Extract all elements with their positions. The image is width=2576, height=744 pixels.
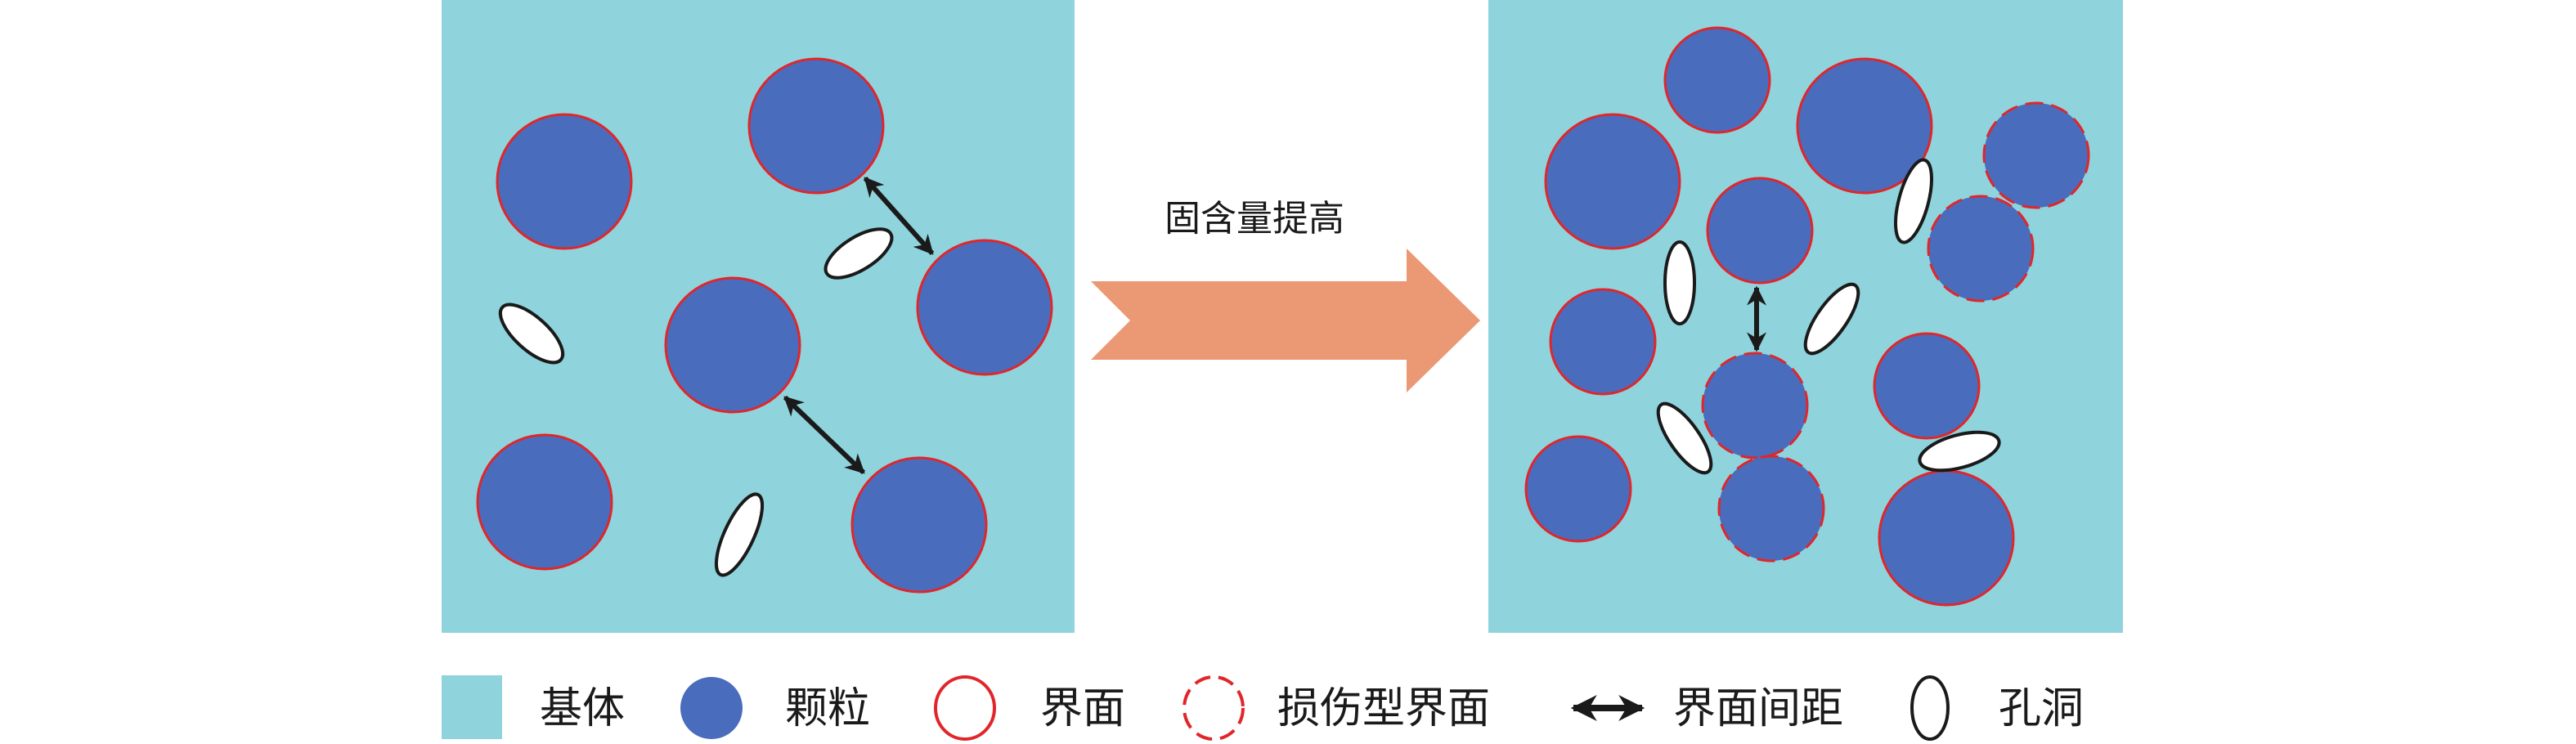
- pore: [498, 303, 565, 365]
- damaged-interface-swatch: [1183, 675, 1245, 741]
- pore-swatch: [1910, 675, 1950, 741]
- legend-damaged-interface: 损伤型界面: [1277, 684, 1490, 733]
- legend-interface-spacing: 界面间距: [1673, 684, 1843, 733]
- matrix-swatch: [442, 675, 502, 739]
- damaged-particle: [1927, 195, 2035, 303]
- particle: [1549, 288, 1657, 396]
- interface-swatch: [934, 675, 996, 741]
- particle: [476, 433, 613, 571]
- pore: [1663, 240, 1696, 325]
- particle-swatch: [680, 677, 743, 739]
- legend-interface: 界面: [1040, 684, 1125, 733]
- damaged-particle: [1701, 352, 1809, 459]
- legend-particle: 颗粒: [785, 684, 870, 733]
- particle: [850, 456, 988, 594]
- particle: [1544, 113, 1681, 250]
- legend-pore: 孔洞: [1999, 684, 2084, 733]
- interface-spacing-arrow: [863, 177, 935, 255]
- legend: 基体 颗粒 界面 损伤型界面 界面间距 孔洞: [442, 675, 2084, 741]
- transition-arrow: 固含量提高: [1091, 198, 1480, 392]
- interface-spacing-arrow: [783, 395, 866, 475]
- particle: [1663, 26, 1771, 134]
- pore: [1894, 158, 1933, 244]
- particle: [916, 239, 1053, 376]
- particle: [664, 276, 801, 414]
- particle: [1873, 332, 1981, 440]
- particle: [1524, 435, 1632, 543]
- pore: [1656, 401, 1713, 475]
- left-panel-low-solid-content: [442, 0, 1075, 633]
- block-arrow-icon: [1091, 249, 1480, 392]
- pore: [714, 492, 765, 577]
- particle: [1706, 177, 1814, 285]
- particle: [747, 57, 885, 195]
- particle: [1796, 57, 1933, 195]
- pore: [1803, 282, 1860, 356]
- legend-matrix: 基体: [540, 684, 625, 733]
- arrow-label: 固含量提高: [1165, 198, 1344, 240]
- right-panel-high-solid-content: [1488, 0, 2123, 633]
- pore: [1918, 430, 2001, 473]
- particle: [496, 113, 633, 250]
- damaged-particle: [1982, 101, 2090, 209]
- damaged-particle: [1717, 455, 1825, 562]
- particle: [1878, 469, 2015, 607]
